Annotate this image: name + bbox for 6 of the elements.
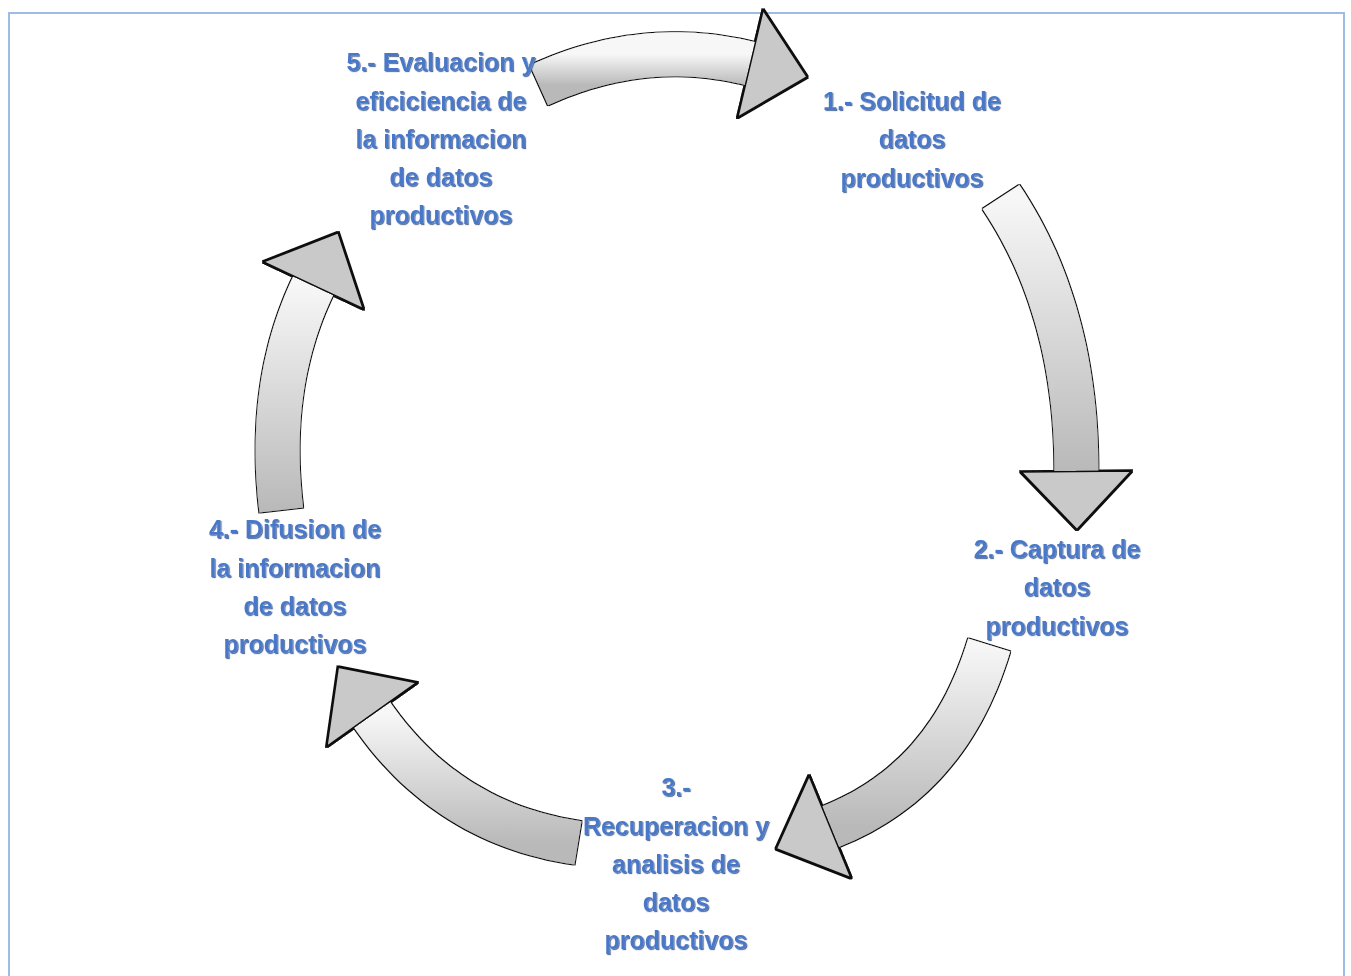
step-label: 3.- Recuperacion y analisis de datos productivos [581, 772, 771, 957]
step-label: 5.- Evaluacion y eficiciencia de la informacion de datos productivos [345, 47, 537, 232]
step-label: 1.- Solicitud de datos productivos [822, 86, 1002, 194]
curved-block-arrow [982, 182, 1133, 531]
step-label: 2.- Captura de datos productivos [972, 534, 1142, 642]
step-label: 4.- Difusion de la informacion de datos productivos [207, 514, 383, 661]
